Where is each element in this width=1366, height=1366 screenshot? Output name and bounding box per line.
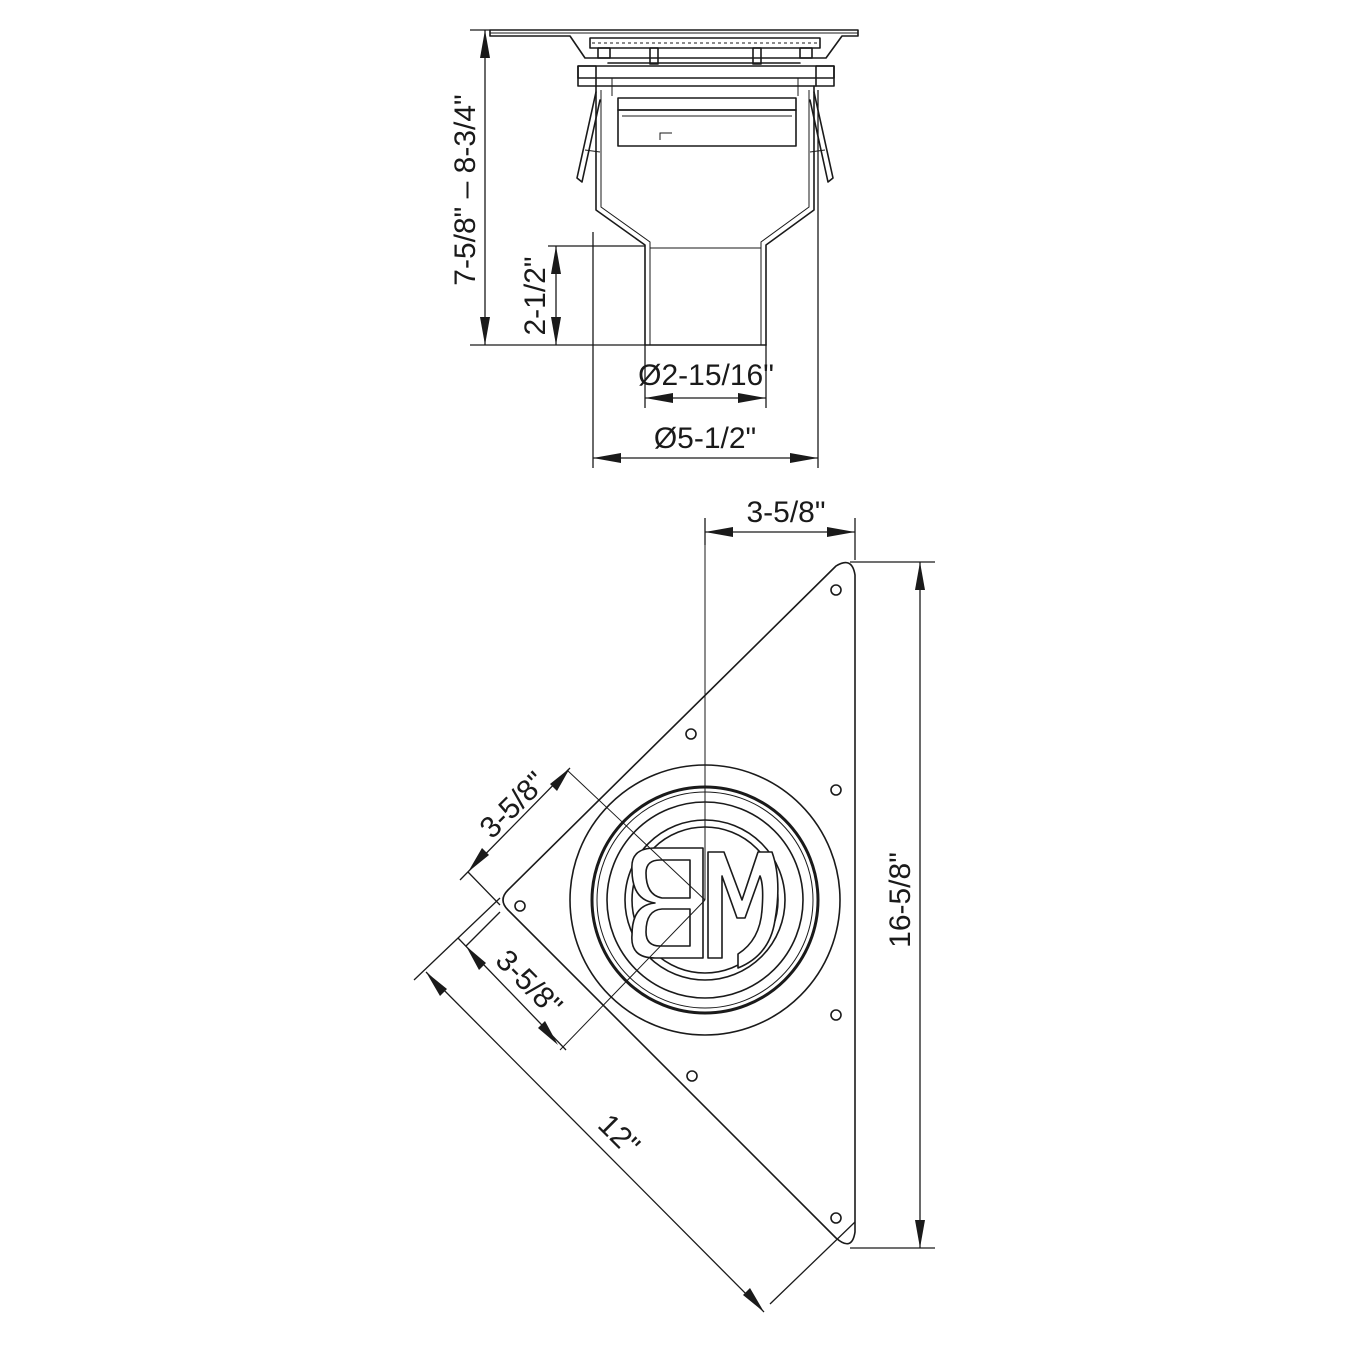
outlet-height-label: 2-1/2" [519, 256, 552, 335]
height-label: 16-5/8" [884, 852, 917, 948]
dim-outlet-diameter: Ø2-15/16" [638, 345, 774, 408]
dim-overall-height: 7-5/8" – 8-3/4" [449, 29, 645, 346]
top-offset-label: 3-5/8" [746, 496, 825, 529]
drain-body [595, 78, 815, 346]
overall-height-label: 7-5/8" – 8-3/4" [449, 94, 482, 285]
bm-logo [631, 847, 779, 969]
body-diameter-label: Ø5-1/2" [654, 422, 756, 455]
construction-lines [559, 530, 706, 1051]
dim-outlet-height: 2-1/2" [519, 245, 645, 345]
clamp-ring [577, 65, 835, 87]
side-view: 7-5/8" – 8-3/4" 2-1/2" Ø2-15/16" Ø5-1/2 [449, 29, 859, 468]
triangle-flange [502, 561, 856, 1245]
diag-upper-label: 3-5/8" [474, 766, 553, 845]
dim-height: 16-5/8" [850, 561, 935, 1249]
dim-diag-lower: 3-5/8" [457, 911, 568, 1051]
outlet-diameter-label: Ø2-15/16" [638, 359, 774, 392]
dim-body-diameter: Ø5-1/2" [592, 90, 819, 468]
plan-view: 3-5/8" 16-5/8" 3-5/8" 3-5/8" [413, 496, 935, 1313]
top-flange [489, 29, 859, 65]
screw-holes [514, 584, 842, 1224]
dim-top-offset: 3-5/8" [704, 496, 856, 560]
internal-trap [617, 97, 797, 147]
side-clips [576, 91, 834, 183]
hypotenuse-label: 12" [591, 1108, 645, 1162]
